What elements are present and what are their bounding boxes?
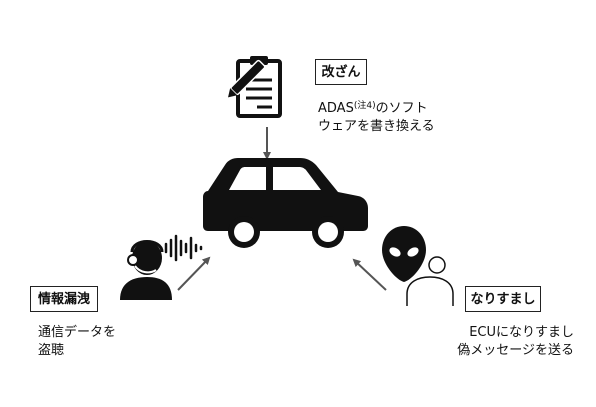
clipboard-pen-icon (228, 56, 282, 118)
spoofing-caption-line1: ECUになりすまし (469, 325, 574, 340)
tampering-caption-line2: ウェアを書き換える (318, 119, 435, 134)
spoofing-caption-line2: 偽メッセージを送る (457, 343, 574, 358)
tampering-caption-line1: ADAS(注4)のソフト (318, 97, 435, 118)
footnote-marker: (注4) (353, 101, 376, 111)
spoofing-label: なりすまし (465, 286, 541, 312)
spoofing-caption: ECUになりすまし 偽メッセージを送る (456, 324, 574, 360)
eavesdropper-headset-icon (120, 240, 172, 300)
tampering-caption: ADAS(注4)のソフト ウェアを書き換える (318, 97, 435, 136)
leakage-caption: 通信データを 盗聴 (38, 324, 116, 360)
leakage-label: 情報漏洩 (30, 286, 98, 312)
tampering-caption-suffix: のソフト (375, 101, 428, 116)
arrow-spoofing (352, 258, 387, 291)
tampering-caption-prefix: ADAS (318, 101, 354, 116)
alien-person-icon (382, 226, 454, 306)
sound-wave-icon (164, 234, 203, 262)
leakage-caption-line1: 通信データを (38, 325, 117, 340)
arrow-leakage (177, 256, 211, 291)
car-icon (203, 158, 368, 248)
leakage-caption-line2: 盗聴 (38, 343, 65, 358)
tampering-label: 改ざん (315, 59, 367, 85)
